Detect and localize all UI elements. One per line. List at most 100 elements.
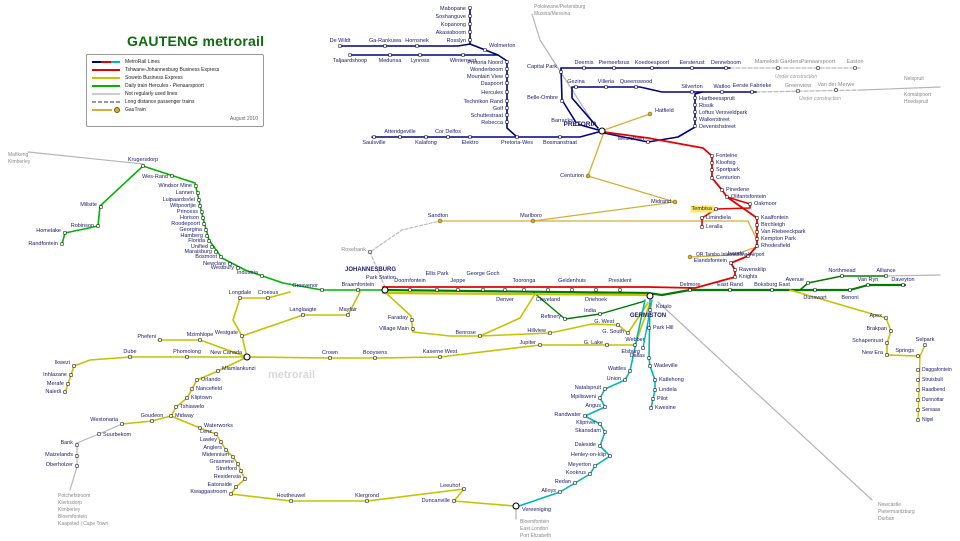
station-dot (688, 288, 692, 292)
station-dot (560, 99, 564, 103)
station-dot (346, 313, 350, 317)
station-dot (201, 216, 205, 220)
station-dot (240, 334, 244, 338)
station-label: President (608, 278, 632, 284)
rail-line-green-randfontein (61, 165, 144, 245)
station-dot (649, 406, 653, 410)
station-label: Cor Delfos (435, 129, 461, 135)
station-label: Faraday (388, 315, 408, 321)
legend-label: MetroRail Lines (125, 59, 160, 65)
rail-line-yellow-faraday (384, 291, 536, 337)
station-dot (75, 454, 79, 458)
station-dot (505, 99, 509, 103)
station-dot (198, 338, 202, 342)
station-label: Denneboom (711, 60, 741, 66)
station-label: Doornfontein (394, 278, 426, 284)
legend-label: Daily train Hercules - Pienaarspoort (125, 83, 204, 89)
station-label: Winternest (450, 58, 477, 64)
station-dot (63, 231, 67, 235)
rail-line-navy-dewildt (339, 43, 471, 47)
station-label: Selpark (916, 337, 935, 343)
station-dot (641, 346, 645, 350)
map-label: Bloemfontein (520, 519, 549, 525)
station-dot (651, 397, 655, 401)
station-dot (462, 487, 466, 491)
station-label: Limindiela (706, 215, 732, 221)
station-dot (198, 426, 202, 430)
station-dot (99, 205, 103, 209)
station-label: Inhlazane (43, 372, 67, 378)
station-label: New Era (862, 350, 884, 356)
station-label: Loftus Versveldpark (699, 110, 748, 116)
legend-label: Not regularly used lines (125, 91, 178, 97)
station-label: Merafe (47, 381, 64, 387)
station-label: Watloo (714, 84, 731, 90)
legend-swatch-segment (92, 60, 102, 64)
legend-swatch-segment (92, 92, 120, 96)
station-dot (505, 106, 509, 110)
station-label: Naledi (45, 389, 61, 395)
station-label: Elektro (461, 140, 478, 146)
legend-item: Tshwane-Johannesburg Business Express (92, 66, 258, 74)
rail-line-long-distance-southeast (657, 301, 873, 501)
station-dot (916, 388, 920, 392)
legend-swatch-segment (92, 84, 120, 88)
station-dot (239, 469, 243, 473)
station-label: Belle-Ombre (527, 95, 558, 101)
rail-line-yellow-trunk (381, 291, 650, 297)
station-label: Dallas (630, 353, 646, 359)
station-dot (755, 223, 759, 227)
station-dot (573, 481, 577, 485)
station-label: Golf (493, 106, 504, 112)
rail-line-yellow-selpark (919, 344, 926, 357)
station-dot (505, 60, 509, 64)
station-dot (238, 296, 242, 300)
station-dot (365, 499, 369, 503)
station-dot (195, 378, 199, 382)
station-dot (69, 373, 73, 377)
station-dot (558, 490, 562, 494)
station-dot (236, 266, 240, 270)
station-dot (884, 274, 888, 278)
legend-swatch-segment (92, 76, 120, 80)
station-dot (483, 48, 487, 52)
station-dot (289, 499, 293, 503)
station-dot (446, 135, 450, 139)
station-dot (593, 464, 597, 468)
station-dot (468, 6, 472, 10)
station-label: Unified (191, 244, 208, 250)
station-dot (700, 216, 704, 220)
map-label: Klerksdorp (58, 500, 82, 506)
map-label: East London (520, 526, 548, 532)
station-dot (583, 414, 587, 418)
map-label: Under construction (775, 74, 817, 80)
station-dot (515, 135, 519, 139)
station-dot (120, 422, 124, 426)
station-label: Centurion (560, 173, 584, 179)
legend-swatch-segment (101, 60, 111, 64)
station-dot (505, 90, 509, 94)
station-dot (348, 53, 352, 57)
station-dot (693, 117, 697, 121)
station-label: Duncanville (422, 498, 450, 504)
station-dot (174, 405, 178, 409)
station-dot (653, 388, 657, 392)
rail-line-green-benoni-branch (799, 275, 887, 291)
station-dot (234, 485, 238, 489)
station-dot (575, 122, 579, 126)
station-dot (628, 369, 632, 373)
station-dot (505, 67, 509, 71)
station-dot (320, 288, 324, 292)
station-label: Wes-Rand (142, 174, 168, 180)
station-label: Daveyton (891, 277, 914, 283)
station-label: Van Ryn (858, 277, 879, 283)
station-dot (733, 268, 737, 272)
station-dot (260, 274, 264, 278)
station-dot (598, 422, 602, 426)
station-label: Hornsnek (405, 38, 429, 44)
map-label: Kimberley (58, 507, 81, 513)
station-label: Residensia (214, 474, 242, 480)
station-dot (197, 198, 201, 202)
station-dot (755, 230, 759, 234)
